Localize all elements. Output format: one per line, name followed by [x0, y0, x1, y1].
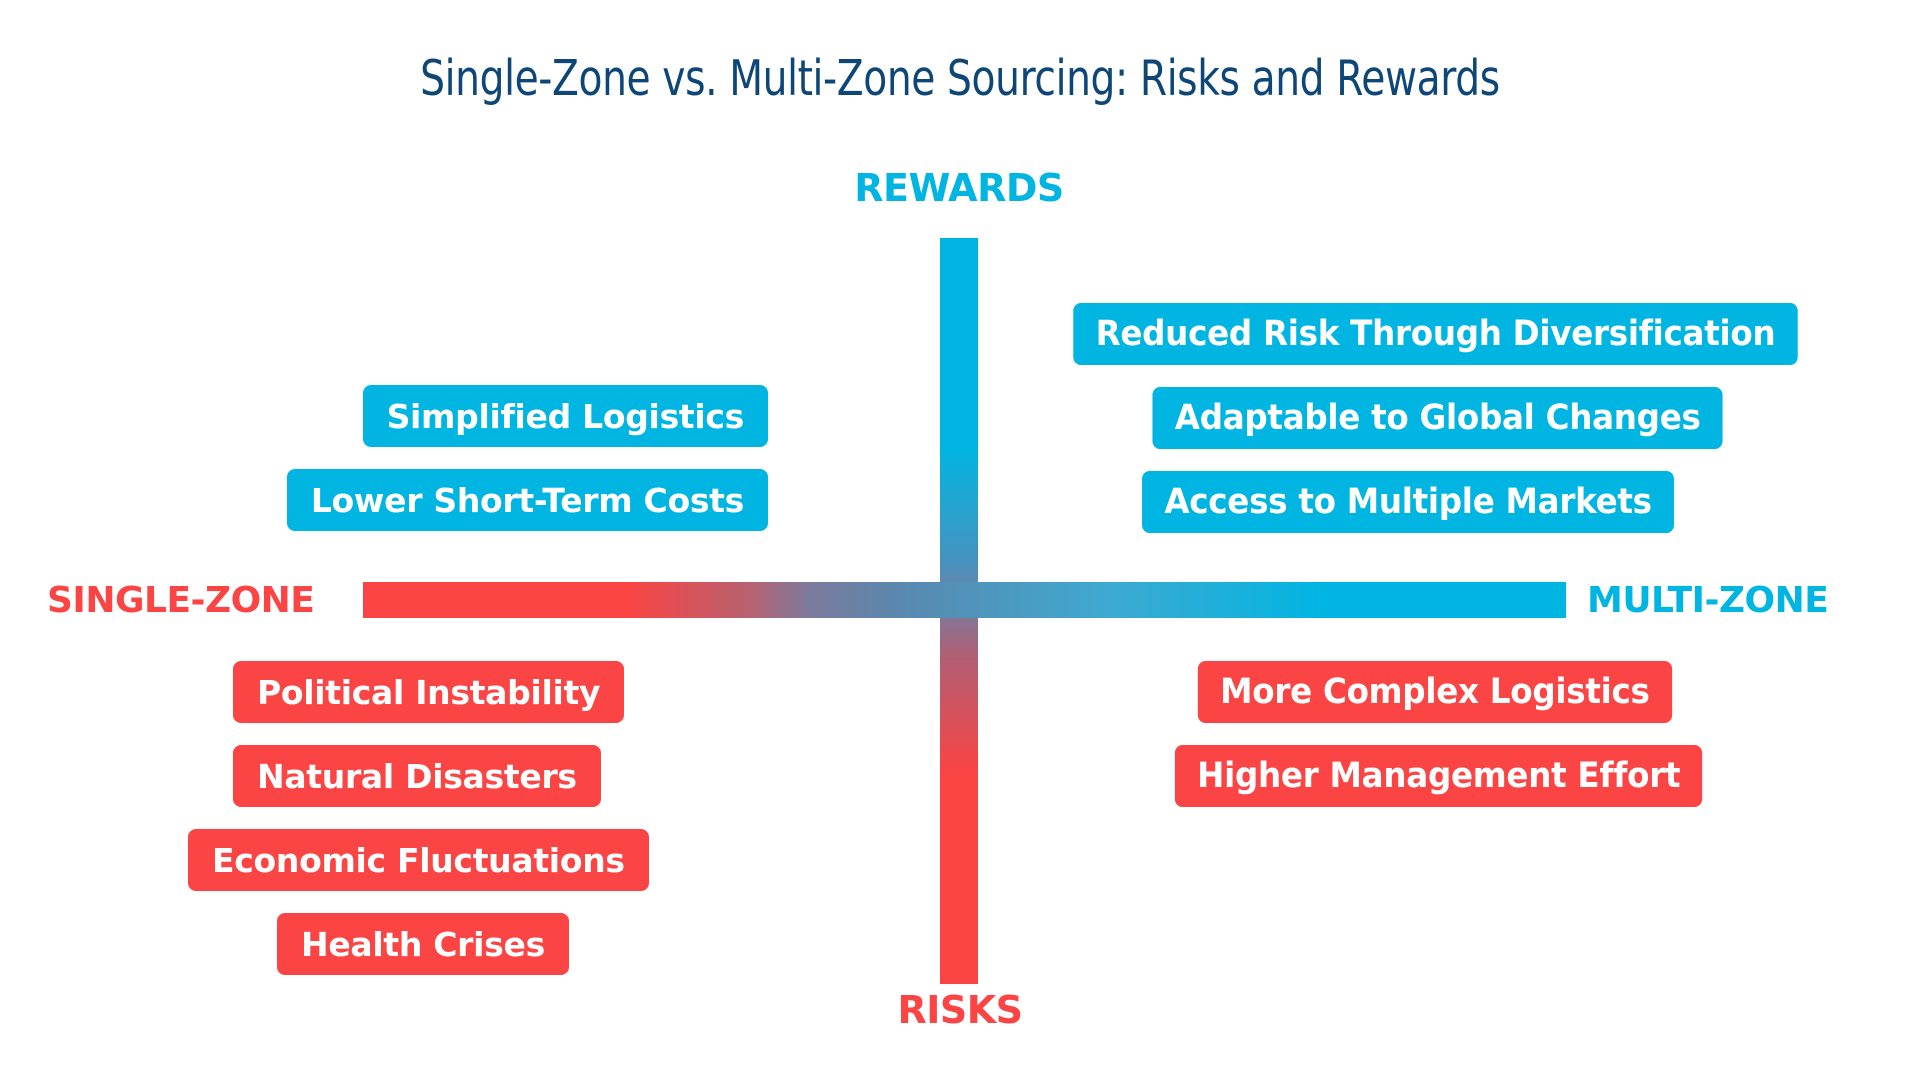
- item-pill-multi-zone-reward: Reduced Risk Through Diversification: [1073, 303, 1798, 365]
- item-pill-multi-zone-reward: Access to Multiple Markets: [1142, 471, 1675, 533]
- item-pill-single-zone-reward: Lower Short-Term Costs: [286, 469, 768, 531]
- item-pill-single-zone-reward: Simplified Logistics: [362, 385, 768, 447]
- item-pill-multi-zone-risk: More Complex Logistics: [1197, 661, 1672, 723]
- axis-label-risks: RISKS: [897, 988, 1023, 1032]
- axis-label-single-zone: SINGLE-ZONE: [47, 580, 315, 621]
- item-pill-single-zone-risk: Natural Disasters: [233, 745, 601, 807]
- item-pill-single-zone-risk: Political Instability: [233, 661, 625, 723]
- axis-label-rewards: REWARDS: [854, 166, 1064, 210]
- axis-label-multi-zone: MULTI-ZONE: [1587, 580, 1829, 621]
- item-pill-multi-zone-risk: Higher Management Effort: [1174, 745, 1703, 807]
- page-title: Single-Zone vs. Multi-Zone Sourcing: Ris…: [420, 50, 1500, 107]
- horizontal-axis-bar: [363, 582, 1566, 618]
- item-pill-single-zone-risk: Economic Fluctuations: [188, 829, 649, 891]
- item-pill-single-zone-risk: Health Crises: [277, 913, 569, 975]
- item-pill-multi-zone-reward: Adaptable to Global Changes: [1152, 387, 1723, 449]
